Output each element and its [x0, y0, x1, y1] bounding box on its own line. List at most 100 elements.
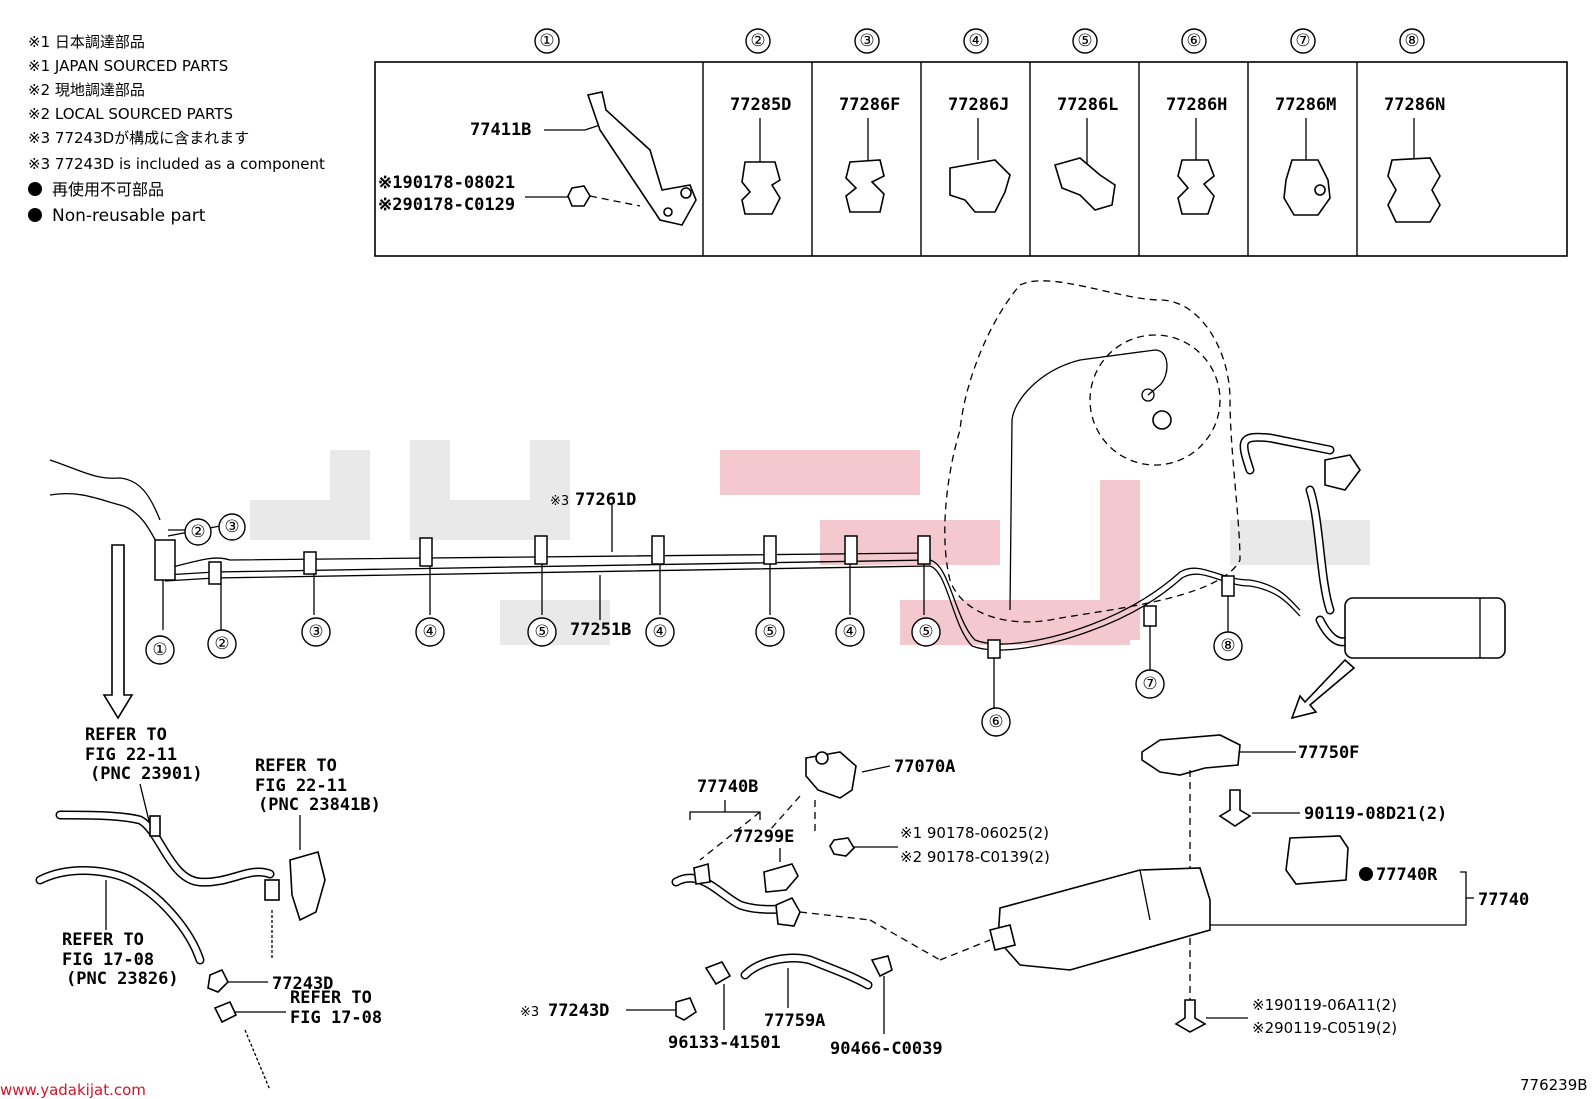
svg-text:⑦: ⑦ [1142, 674, 1157, 694]
part-77740-label: 77740 [1478, 890, 1529, 910]
ref3-line3: (PNC 23826) [66, 969, 179, 989]
callout-2-top: ② [184, 518, 212, 546]
table-col-8-number: ⑧ [1399, 28, 1425, 54]
table-col-4-number: ④ [963, 28, 989, 54]
ref4-line2: FIG 17-08 [290, 1008, 382, 1028]
part-77243D-b-label: 77243D [548, 1001, 609, 1021]
svg-text:⑤: ⑤ [534, 622, 549, 642]
main-routing [49, 280, 1506, 708]
svg-text:④: ④ [968, 31, 983, 51]
part-90178-C0139-label: ※2 90178-C0139(2) [900, 848, 1050, 866]
watermark-url: www.yadakijat.com [0, 1081, 146, 1099]
svg-text:③: ③ [308, 622, 323, 642]
table-col-7-number: ⑦ [1290, 28, 1316, 54]
svg-text:⑤: ⑤ [918, 622, 933, 642]
middle-detail: 77740B 77299E 77070A ※1 90178-06025(2) ※… [520, 751, 1050, 1059]
callout-2: ② [207, 629, 237, 659]
ref1-line3: (PNC 23901) [90, 764, 203, 784]
bracket-77411B-icon [586, 91, 697, 226]
part-77286F-label: 77286F [839, 95, 900, 115]
clip-77286M-icon [1283, 159, 1331, 216]
part-77251B-label: 77251B [570, 620, 631, 640]
svg-text:※3 77243Dが構成に含まれます: ※3 77243Dが構成に含まれます [28, 129, 249, 147]
detail-arrows [102, 544, 1356, 720]
part-77286L-label: 77286L [1057, 95, 1118, 115]
svg-text:④: ④ [422, 622, 437, 642]
svg-text:⑧: ⑧ [1220, 636, 1235, 656]
svg-text:⑤: ⑤ [762, 622, 777, 642]
watermark-logo [250, 440, 1370, 645]
ref3-line1: REFER TO [62, 930, 144, 950]
table-col-2-number: ② [745, 28, 771, 54]
part-90178-C0129-label: ※290178-C0129 [378, 195, 515, 215]
svg-text:①: ① [539, 31, 554, 51]
svg-text:②: ② [190, 522, 205, 542]
part-77261D-mark: ※3 [550, 494, 569, 509]
svg-text:⑤: ⑤ [1077, 31, 1092, 51]
table-col-6-number: ⑥ [1181, 28, 1207, 54]
charcoal-canister-77740-icon [997, 867, 1211, 971]
legend-nonreusable-ja: 再使用不可部品 [52, 180, 164, 199]
main-callouts: ① ② ③ ④ ⑤ ④ ⑤ ④ ⑤ ⑥ ⑦ ⑧ ② ③ [145, 513, 1243, 737]
clip-1-icon [154, 539, 176, 581]
part-77243D-b-mark: ※3 [520, 1005, 539, 1020]
left-detail: REFER TO FIG 22-11 (PNC 23901) REFER TO … [35, 725, 382, 1091]
clip-77286F-icon [845, 159, 885, 213]
part-77286N-label: 77286N [1384, 95, 1445, 115]
bolt-90119-icon [1218, 789, 1252, 827]
part-77243D-label: 77243D [272, 974, 333, 994]
sensor-connector-icon [289, 851, 326, 922]
nonreusable-dot-icon [1359, 867, 1373, 881]
callout-5c: ⑤ [911, 617, 941, 647]
table-col-1-number: ① [534, 28, 560, 54]
svg-text:⑧: ⑧ [1404, 31, 1419, 51]
fuel-tank-outline [944, 280, 1241, 623]
callout-5b: ⑤ [755, 617, 785, 647]
part-77286J-label: 77286J [948, 95, 1009, 115]
part-90119-C0519-label: ※290119-C0519(2) [1252, 1019, 1397, 1037]
ref2-line1: REFER TO [255, 756, 337, 776]
clamp-90466-icon [870, 955, 893, 978]
svg-text:⑥: ⑥ [988, 712, 1003, 732]
bracket-77299E-icon [763, 863, 799, 893]
bolt-90119-06A11-icon [1174, 999, 1207, 1033]
callout-3: ③ [301, 617, 331, 647]
part-77286M-label: 77286M [1275, 95, 1336, 115]
part-77740B-label: 77740B [697, 777, 758, 797]
bracket-77750F-icon [1141, 734, 1241, 776]
part-77411B-label: 77411B [470, 120, 531, 140]
part-77070A-label: 77070A [894, 757, 955, 777]
hose-clip-icon [149, 815, 161, 837]
legend: ※1 日本調達部品 ※1 JAPAN SOURCED PARTS ※2 現地調達… [28, 33, 325, 226]
callout-8: ⑧ [1213, 631, 1243, 661]
part-77299E-label: 77299E [733, 827, 794, 847]
diagram-code: 776239B [1520, 1076, 1588, 1094]
tube-clips [208, 535, 1235, 659]
callout-5a: ⑤ [527, 617, 557, 647]
clamp-96133-icon [704, 961, 732, 986]
table-col-3-number: ③ [854, 28, 880, 54]
ref2-line2: FIG 22-11 [255, 776, 347, 796]
connector-77243D-b-icon [675, 997, 697, 1021]
canister-top-icon [1344, 597, 1506, 659]
svg-text:②: ② [214, 634, 229, 654]
nut-90178-icon [829, 837, 856, 857]
svg-text:②: ② [750, 31, 765, 51]
part-90119-08D21-label: 90119-08D21(2) [1304, 804, 1447, 824]
clip-table: ① ② ③ ④ ⑤ ⑥ ⑦ ⑧ 77411B ※190178-08021 ※29… [374, 28, 1568, 257]
connector-77243D-icon [207, 968, 229, 993]
filter-77740R-icon [1285, 835, 1349, 885]
callout-7: ⑦ [1135, 669, 1165, 699]
ref4-line1: REFER TO [290, 988, 372, 1008]
part-90466-label: 90466-C0039 [830, 1039, 943, 1059]
svg-text:※2 LOCAL SOURCED PARTS: ※2 LOCAL SOURCED PARTS [28, 105, 233, 123]
svg-text:③: ③ [859, 31, 874, 51]
part-90178-06025-label: ※1 90178-06025(2) [900, 824, 1049, 842]
clip-77286N-icon [1387, 157, 1441, 223]
callout-4c: ④ [835, 617, 865, 647]
ref1-line1: REFER TO [85, 725, 167, 745]
svg-text:※2 現地調達部品: ※2 現地調達部品 [28, 81, 145, 99]
clip-77285D-icon [741, 161, 781, 215]
part-96133-label: 96133-41501 [668, 1033, 781, 1053]
